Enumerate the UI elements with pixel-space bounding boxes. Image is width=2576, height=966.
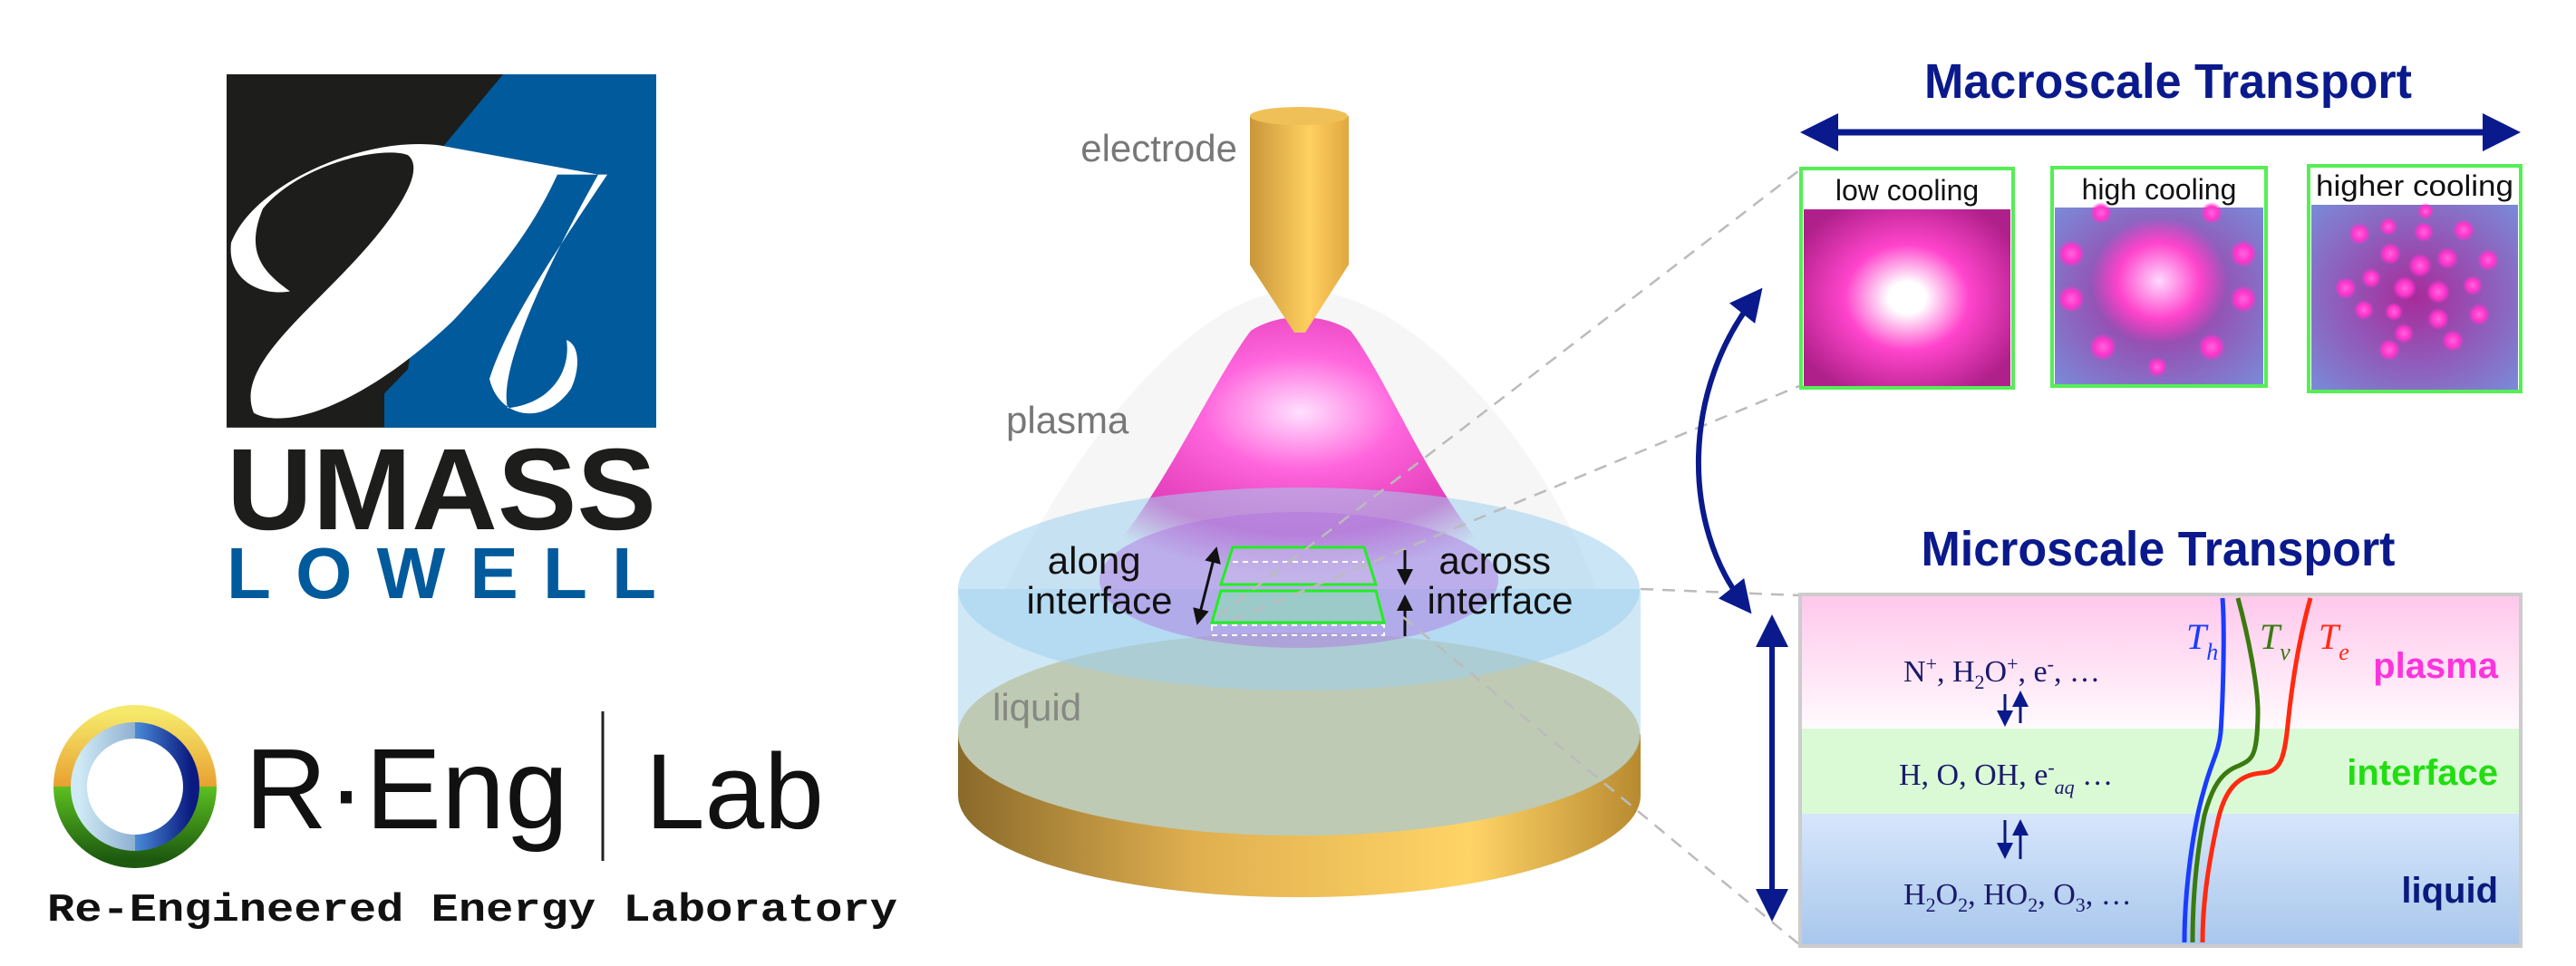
electrode [1250,107,1349,333]
species-part: 3 [2076,894,2086,916]
temperature-profiles [2182,597,2313,943]
logo-script-u [230,144,608,419]
reng-ring-icon [53,705,217,868]
species-part: O [1936,878,1959,912]
region-label-interface: interface [2347,753,2498,793]
species-part: , H [1937,655,1975,689]
electrode-label: electrode [1080,127,1237,169]
species-plasma: N+, H2O+, e-, … [1903,652,2100,693]
te-profile-line [2200,597,2313,943]
zoom-guide-lines [1217,169,1801,946]
microscale-section: Microscale Transport N+, H2O+, e-, …H, O… [1756,522,2523,948]
plasma-liquid-schematic: electrode plasma liquid along interface … [958,107,1801,946]
species-part: 2 [1975,671,1985,693]
panel-low-cooling: low cooling [1799,167,2015,390]
species-part: … [2075,758,2114,792]
panel-higher-cooling: higher cooling [2307,164,2523,393]
microscale-title: Microscale Transport [1922,522,2396,576]
species-part: - [2048,756,2054,778]
liquid-label: liquid [993,686,1081,729]
logo-lowell-text: LOWELL [227,533,656,613]
liquid-band [1802,814,2519,944]
region-label-plasma: plasma [2373,646,2499,686]
interface-band [1802,729,2519,814]
species-part: - [2048,652,2054,675]
tv-profile-line [2190,597,2261,943]
species-part: , O [2038,878,2076,912]
species-part: + [1926,652,1937,675]
macroscale-title: Macroscale Transport [1924,54,2412,109]
species-part: N [1903,655,1926,689]
species-part: , HO [1968,878,2028,912]
species-part: 2 [2028,894,2038,916]
te-label: Te [2319,616,2349,665]
reng-name: R·Eng [245,725,568,853]
interface-region-box [1210,546,1386,636]
panel-label: higher cooling [2316,169,2513,202]
macroscale-section: Macroscale Transport low cooling high co… [1696,54,2523,614]
species-part: 2 [1926,894,1936,916]
th-profile-line [2182,597,2226,943]
species-interface: H, O, OH, e-aq … [1899,756,2113,798]
tv-label: Tv [2260,616,2290,665]
exchange-arrows [1997,691,2029,859]
region-label-liquid: liquid [2401,871,2498,911]
logo-umass-text: UMASS [227,425,656,555]
reng-lab-logo: R·Eng Lab Re-Engineered Energy Laborator… [47,705,897,933]
umass-lowell-logo: UMASS LOWELL [227,74,656,613]
species-part: , e [2019,655,2048,689]
panel-label: low cooling [1835,174,1979,207]
macro-micro-coupling-arrow [1696,287,1763,614]
species-part: O [1985,655,2008,689]
across-interface-label: across interface [1427,539,1573,622]
th-label: Th [2186,616,2218,665]
species-part: H [1903,878,1926,912]
along-interface-arrow [1193,546,1221,625]
reng-lab: Lab [645,732,824,852]
species-part: 2 [1958,894,1968,916]
along-interface-label: along interface [1026,539,1172,622]
panel-label: high cooling [2082,173,2237,206]
species-part: , … [2054,655,2100,689]
plasma-band [1802,596,2519,729]
low-cooling-image [1804,209,2010,386]
plasma-label: plasma [1006,399,1129,441]
reng-subtitle: Re-Engineered Energy Laboratory [47,888,897,933]
species-liquid: H2O2, HO2, O3, … [1903,878,2132,916]
species-part: H, O, OH, e [1899,758,2048,792]
panel-high-cooling: high cooling [2050,166,2268,388]
species-part: , … [2086,878,2132,912]
species-part: + [2007,652,2018,675]
species-part: aq [2055,776,2075,798]
